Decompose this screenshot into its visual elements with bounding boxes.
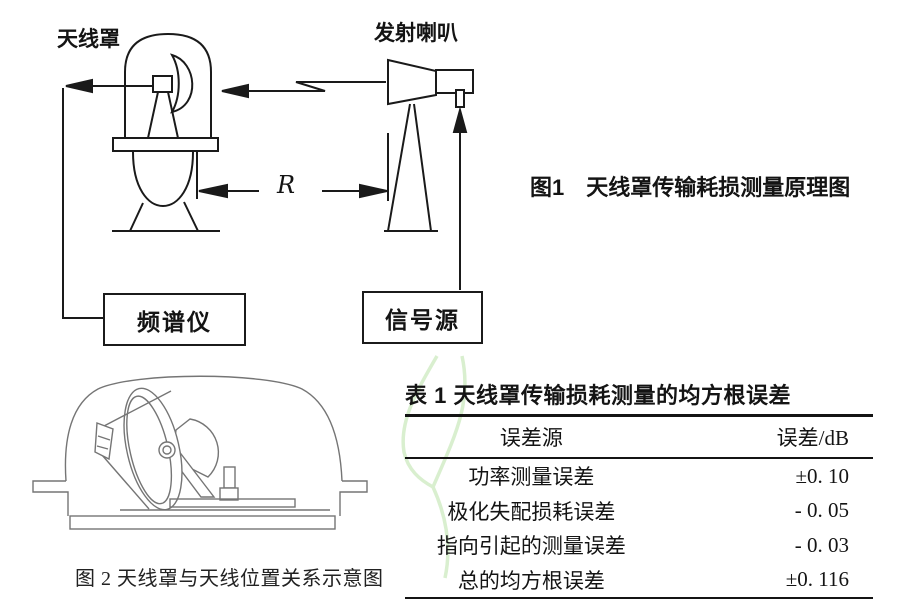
fig2-caption: 图 2 天线罩与天线位置关系示意图	[75, 568, 384, 590]
table-header-source: 误差源	[499, 426, 563, 450]
table-row: 极化失配损耗误差 - 0. 05	[405, 494, 873, 529]
spectrum-analyzer-label: 频谱仪	[137, 308, 212, 335]
row-source: 指向引起的测量误差	[436, 534, 626, 559]
fig1-pedestal-arch	[132, 151, 194, 207]
table-1: 表 1 天线罩传输损耗测量的均方根误差 误差源 误差/dB 功率测量误差 ±0.…	[405, 383, 873, 599]
table-row: 指向引起的测量误差 - 0. 03	[405, 528, 873, 563]
table-1-grid: 误差源 误差/dB 功率测量误差 ±0. 10 极化失配损耗误差 - 0. 05…	[405, 414, 873, 599]
fig1-horn-label: 发射喇叭	[374, 22, 458, 45]
break-arrowhead-icon	[221, 83, 249, 99]
fig1-horn	[387, 58, 437, 106]
fig1-distance-label: R	[277, 171, 296, 199]
signal-arrowhead-icon	[452, 106, 468, 133]
table-row: 总的均方根误差 ±0. 116	[405, 563, 873, 598]
table-row: 功率测量误差 ±0. 10	[405, 459, 873, 494]
table-header-error: 误差/dB	[776, 426, 849, 450]
fig1-spectrum-analyzer-box: 频谱仪	[103, 293, 246, 346]
fig1-cable-line	[62, 85, 153, 319]
table-header-row: 误差源 误差/dB	[405, 417, 873, 459]
r-left-arrowhead-icon	[198, 183, 228, 199]
fig1-break-arrow-line	[247, 81, 386, 92]
row-value: ±0. 116	[785, 567, 849, 592]
fig2-radome-cross-section	[32, 375, 368, 530]
fig1-horn-tripod	[384, 103, 438, 232]
row-value: ±0. 10	[795, 463, 849, 488]
table-1-title: 表 1 天线罩传输损耗测量的均方根误差	[405, 383, 791, 408]
row-source: 功率测量误差	[468, 465, 595, 490]
r-right-arrowhead-icon	[359, 183, 388, 199]
fig1-radome-label: 天线罩	[57, 28, 120, 51]
fig1-horn-body	[435, 69, 474, 94]
signal-source-label: 信号源	[385, 306, 460, 333]
fig1-feed-block	[152, 75, 173, 93]
fig1-caption: 图1 天线罩传输耗损测量原理图	[530, 175, 851, 200]
fig1-horn-connector	[455, 89, 465, 108]
fig1-pedestal-legs	[129, 201, 199, 232]
row-source: 总的均方根误差	[457, 568, 605, 593]
cable-arrowhead-icon	[65, 78, 93, 94]
row-value: - 0. 05	[794, 498, 849, 523]
row-value: - 0. 03	[794, 532, 849, 557]
fig1-signal-source-box: 信号源	[362, 291, 483, 344]
row-source: 极化失配损耗误差	[447, 499, 616, 524]
fig1-feed-pedestal	[147, 91, 179, 139]
fig1-base-plate	[112, 137, 219, 152]
fig1-radome-dome	[124, 32, 212, 138]
fig1-dish-reflector	[169, 53, 194, 114]
watermark-curves-icon	[401, 355, 467, 579]
